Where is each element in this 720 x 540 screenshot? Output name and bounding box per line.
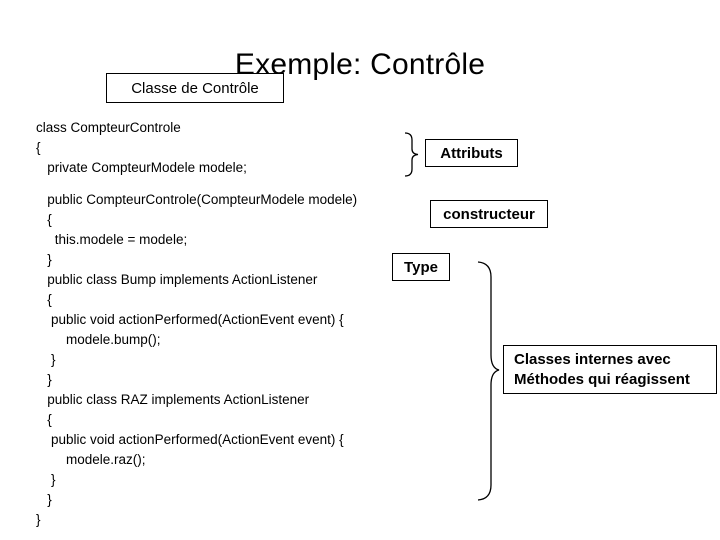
code-line-11: public void actionPerformed(ActionEvent … — [36, 311, 344, 327]
callout-classes-internes-line-1: Classes internes avec — [514, 351, 671, 368]
code-line-1: class CompteurControle — [36, 119, 181, 135]
callout-type-label: Type — [404, 258, 438, 276]
code-line-18: modele.raz(); — [36, 451, 146, 467]
callout-type: Type — [392, 253, 450, 281]
callout-constructeur-label: constructeur — [443, 205, 535, 223]
callout-classe-de-controle-label: Classe de Contrôle — [131, 79, 259, 97]
callout-classes-internes: Classes internes avec Méthodes qui réagi… — [503, 345, 717, 394]
code-line-20: } — [36, 491, 52, 507]
code-line-10: { — [36, 291, 52, 307]
code-line-3: private CompteurModele modele; — [36, 159, 247, 175]
callout-attributs: Attributs — [425, 139, 518, 167]
brace-classes-internes-icon — [477, 261, 500, 501]
code-line-2: { — [36, 139, 41, 155]
code-line-9: public class Bump implements ActionListe… — [36, 271, 318, 287]
code-line-21: } — [36, 511, 41, 527]
callout-constructeur: constructeur — [430, 200, 548, 228]
code-line-13: } — [36, 351, 56, 367]
code-line-15: public class RAZ implements ActionListen… — [36, 391, 310, 407]
code-line-5: public CompteurControle(CompteurModele m… — [36, 191, 358, 207]
callout-classes-internes-line-2: Méthodes qui réagissent — [514, 371, 690, 388]
code-line-7: this.modele = modele; — [36, 231, 188, 247]
code-line-17: public void actionPerformed(ActionEvent … — [36, 431, 344, 447]
code-line-16: { — [36, 411, 52, 427]
code-line-4 — [36, 178, 466, 190]
code-line-6: { — [36, 211, 52, 227]
code-line-8: } — [36, 251, 52, 267]
code-line-12: modele.bump(); — [36, 331, 161, 347]
code-line-14: } — [36, 371, 52, 387]
code-listing: class CompteurControle { private Compteur… — [36, 118, 466, 530]
code-line-19: } — [36, 471, 56, 487]
callout-attributs-label: Attributs — [440, 144, 503, 162]
callout-classe-de-controle: Classe de Contrôle — [106, 73, 284, 103]
